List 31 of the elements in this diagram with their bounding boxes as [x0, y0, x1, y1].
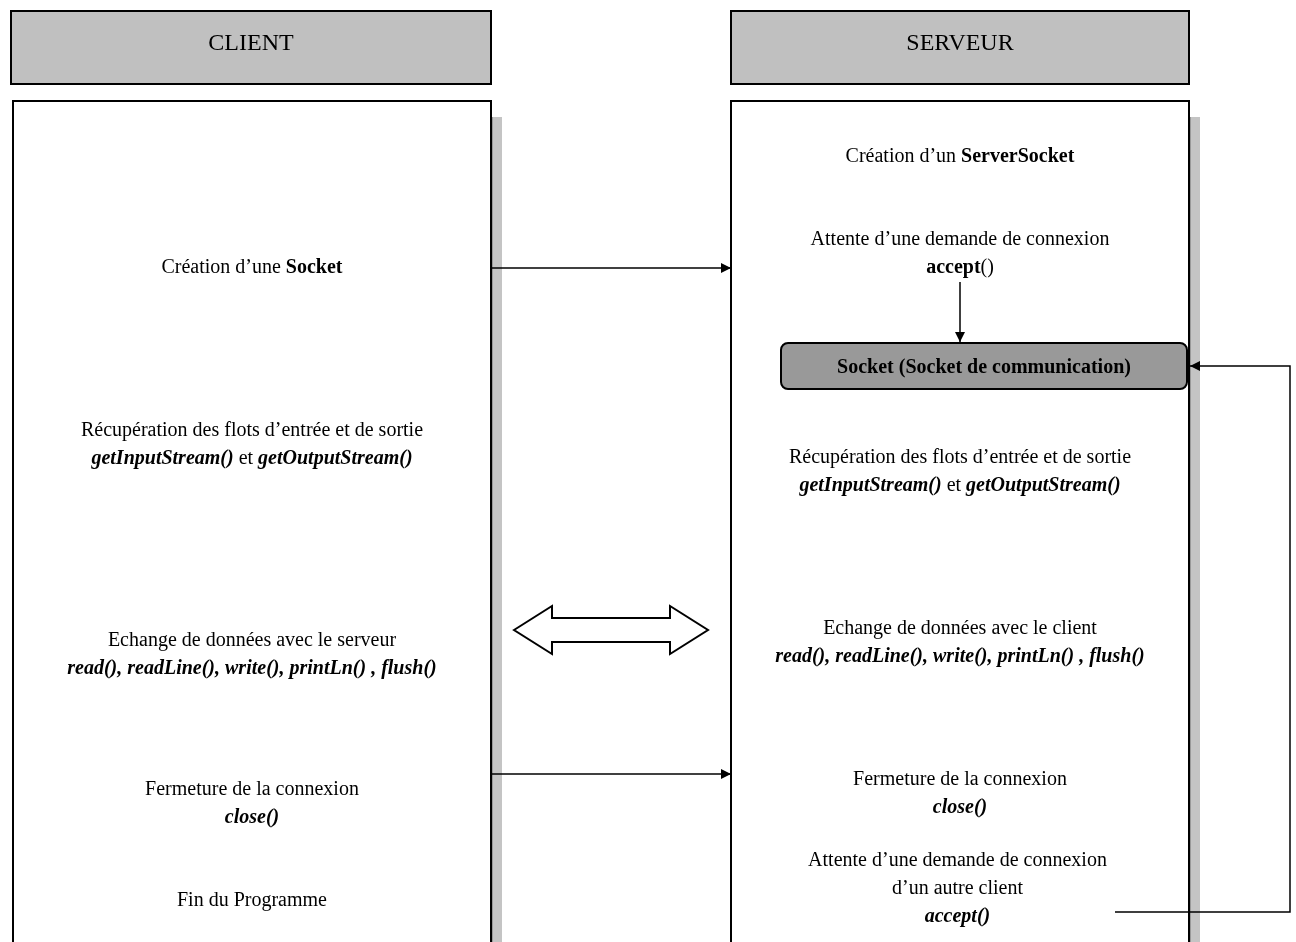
step-text: Récupération des flots d’entrée et de sortie	[787, 444, 1133, 470]
arrow	[490, 769, 732, 779]
method-text: close()	[931, 794, 989, 820]
column-panel	[730, 100, 1190, 942]
column-title: SERVEUR	[905, 28, 1015, 56]
step-text: Création d’un ServerSocket	[844, 143, 1076, 168]
method-text: getInputStream() et getOutputStream()	[798, 472, 1122, 498]
step-text: Echange de données avec le serveur	[106, 627, 398, 653]
step-text: Création d’une Socket	[160, 254, 344, 279]
method-text: getInputStream() et getOutputStream()	[90, 445, 414, 471]
step-text: Fermeture de la connexion	[852, 766, 1068, 791]
method-text: close()	[223, 804, 281, 830]
step-text: Socket (Socket de communication)	[837, 354, 1131, 380]
arrow	[955, 281, 965, 343]
method-text: read(), readLine(), write(), printLn() , flush()	[66, 655, 438, 681]
column-header	[730, 10, 1190, 85]
method-text: read(), readLine(), write(), printLn() , flush()	[774, 643, 1146, 669]
double-arrow	[512, 604, 710, 656]
column-panel	[12, 100, 492, 942]
method-text: accept()	[925, 254, 995, 280]
socket-box	[780, 342, 1188, 390]
arrow	[490, 263, 732, 273]
step-text: Echange de données avec le client	[822, 615, 1098, 641]
step-text: Fin du Programme	[176, 887, 328, 913]
step-text: Attente d’une demande de connexion	[809, 226, 1111, 251]
column-header	[10, 10, 492, 85]
column-title: CLIENT	[207, 28, 295, 56]
step-text: Fermeture de la connexion	[144, 776, 360, 801]
method-text: accept()	[923, 903, 992, 929]
arrow	[1114, 361, 1291, 913]
step-text: Récupération des flots d’entrée et de sortie	[79, 417, 425, 443]
